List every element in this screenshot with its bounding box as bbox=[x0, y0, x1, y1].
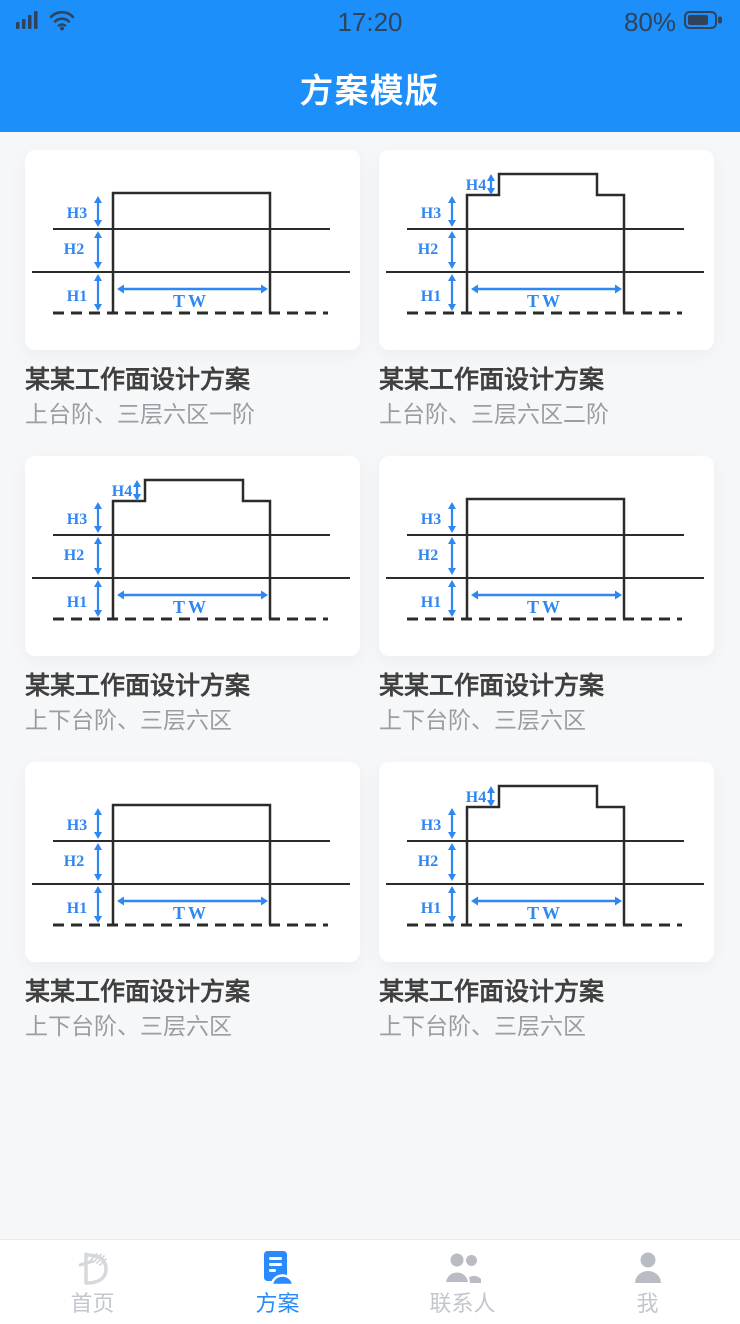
dimension-label: H3 bbox=[421, 511, 441, 528]
battery-icon bbox=[684, 10, 724, 35]
dimension-label: H3 bbox=[67, 205, 87, 222]
card-title: 某某工作面设计方案 bbox=[379, 978, 605, 1006]
card-title: 某某工作面设计方案 bbox=[379, 366, 605, 394]
profile-icon bbox=[626, 1248, 670, 1290]
status-time: 17:20 bbox=[337, 6, 403, 37]
dimension-label: TW bbox=[527, 291, 563, 311]
tab-label: 首页 bbox=[70, 1291, 115, 1316]
tab-plan[interactable]: 方案 bbox=[185, 1240, 370, 1324]
dimension-label: H4 bbox=[466, 789, 486, 806]
dimension-label: H2 bbox=[64, 241, 84, 258]
dimension-label: H3 bbox=[421, 205, 441, 222]
app-header: 17:20 80% 方案模版 bbox=[0, 0, 740, 132]
card-title: 某某工作面设计方案 bbox=[25, 366, 251, 394]
tab-bar: 首页 方案 联系人 我 bbox=[0, 1239, 740, 1324]
card-subtitle: 上台阶、三层六区二阶 bbox=[379, 401, 609, 427]
card-subtitle: 上下台阶、三层六区 bbox=[379, 707, 586, 733]
dimension-label: H1 bbox=[67, 288, 87, 305]
card-subtitle: 上台阶、三层六区一阶 bbox=[25, 401, 255, 427]
tab-label: 我 bbox=[636, 1291, 659, 1316]
tab-me[interactable]: 我 bbox=[555, 1240, 740, 1324]
dimension-label: H3 bbox=[67, 511, 87, 528]
tab-label: 方案 bbox=[255, 1291, 300, 1316]
dimension-label: H1 bbox=[421, 288, 441, 305]
dimension-label: H1 bbox=[67, 900, 87, 917]
tab-label: 联系人 bbox=[429, 1291, 496, 1316]
home-icon bbox=[71, 1248, 115, 1290]
dimension-label: H4 bbox=[466, 177, 486, 194]
dimension-label: H1 bbox=[67, 594, 87, 611]
dimension-label: TW bbox=[527, 597, 563, 617]
battery-percent: 80% bbox=[623, 6, 676, 37]
status-bar: 17:20 80% bbox=[0, 0, 740, 44]
dimension-label: H2 bbox=[418, 547, 438, 564]
card-subtitle: 上下台阶、三层六区 bbox=[25, 707, 232, 733]
dimension-label: TW bbox=[527, 903, 563, 923]
dimension-label: H1 bbox=[421, 900, 441, 917]
card-title: 某某工作面设计方案 bbox=[379, 672, 605, 700]
signal-strength-icon bbox=[16, 9, 40, 36]
contacts-icon bbox=[440, 1248, 486, 1290]
dimension-label: H2 bbox=[64, 547, 84, 564]
page-title: 方案模版 bbox=[300, 72, 440, 109]
dimension-label: H3 bbox=[421, 817, 441, 834]
wifi-icon bbox=[48, 9, 76, 36]
dimension-label: H2 bbox=[64, 853, 84, 870]
dimension-label: H3 bbox=[67, 817, 87, 834]
dimension-label: H2 bbox=[418, 853, 438, 870]
card-title: 某某工作面设计方案 bbox=[25, 978, 251, 1006]
card-title: 某某工作面设计方案 bbox=[25, 672, 251, 700]
dimension-label: TW bbox=[173, 597, 209, 617]
dimension-label: TW bbox=[173, 291, 209, 311]
dimension-label: H2 bbox=[418, 241, 438, 258]
dimension-label: H1 bbox=[421, 594, 441, 611]
dimension-label: TW bbox=[173, 903, 209, 923]
card-subtitle: 上下台阶、三层六区 bbox=[379, 1013, 586, 1039]
tab-contacts[interactable]: 联系人 bbox=[370, 1240, 555, 1324]
dimension-label: H4 bbox=[112, 483, 132, 500]
card-subtitle: 上下台阶、三层六区 bbox=[25, 1013, 232, 1039]
tab-home[interactable]: 首页 bbox=[0, 1240, 185, 1324]
plan-icon bbox=[256, 1248, 300, 1290]
